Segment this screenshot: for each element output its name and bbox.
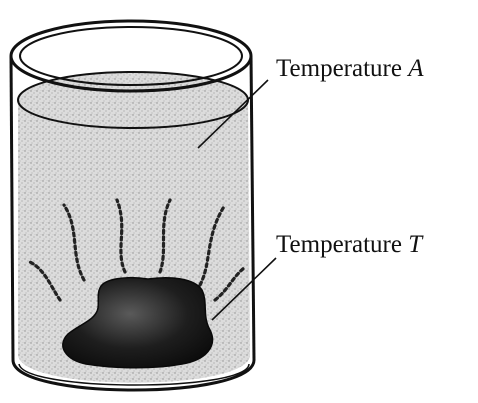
beaker-bottom bbox=[11, 359, 256, 392]
beaker-right-wall bbox=[249, 55, 256, 361]
heat-waves bbox=[28, 198, 246, 302]
label-temperature-a: Temperature A bbox=[276, 55, 424, 82]
label-temperature-t-text: Temperature bbox=[276, 231, 408, 258]
label-temperature-a-text: Temperature bbox=[276, 55, 408, 82]
heat-wave-1 bbox=[62, 203, 86, 282]
beaker-rim-inner bbox=[19, 26, 243, 86]
beaker-left-wall bbox=[9, 55, 15, 361]
heat-wave-3 bbox=[158, 198, 172, 274]
label-temperature-a-var: A bbox=[406, 55, 424, 82]
label-temperature-t: Temperature T bbox=[276, 231, 424, 258]
heat-wave-4 bbox=[198, 203, 227, 287]
heat-wave-6 bbox=[213, 266, 246, 302]
heat-wave-2 bbox=[115, 198, 127, 274]
leader-line-top bbox=[197, 79, 269, 149]
hot-object bbox=[62, 276, 214, 369]
beaker bbox=[9, 19, 256, 392]
leader-line-bottom bbox=[211, 257, 277, 321]
label-temperature-t-var: T bbox=[408, 231, 424, 258]
heat-wave-5 bbox=[28, 260, 62, 302]
